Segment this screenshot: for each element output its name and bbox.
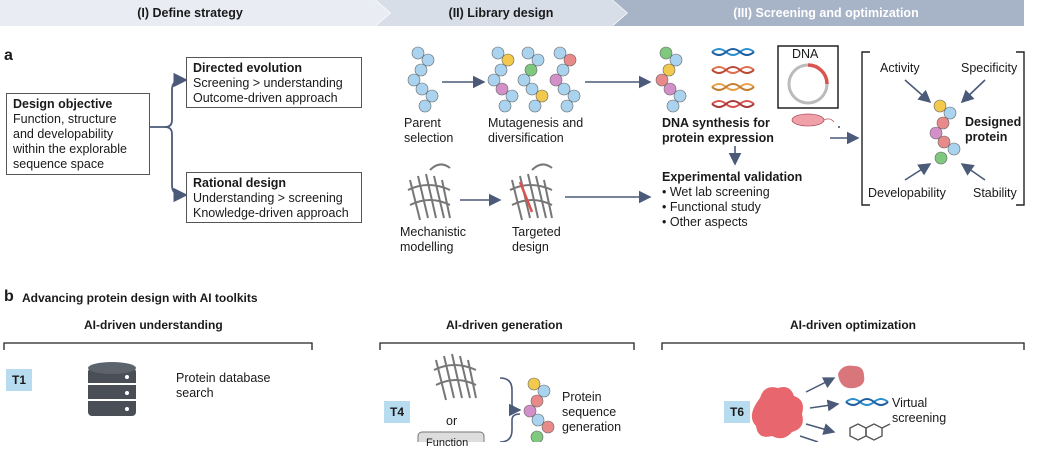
virtual-screening-line: Virtual: [892, 396, 928, 410]
stability-label: Stability: [973, 186, 1017, 200]
tag-t1: T1: [6, 369, 32, 391]
library-beads: [655, 46, 687, 113]
sequence-generation-line: Protein: [562, 390, 602, 404]
mechanistic-line: modelling: [400, 240, 454, 254]
validation-item: • Wet lab screening: [662, 185, 770, 199]
database-search-line: Protein database: [176, 371, 271, 385]
virtual-screening-label: Virtual screening: [892, 396, 946, 426]
mutagenesis-label: Mutagenesis and diversification: [488, 116, 583, 146]
design-objective-box: Design objective Function, structure and…: [6, 93, 150, 175]
mutagenesis-line: Mutagenesis and: [488, 116, 584, 130]
mechanistic-modelling-label: Mechanistic modelling: [400, 225, 466, 255]
designed-protein-line: protein: [965, 130, 1008, 144]
branch-connector-lower: [164, 126, 188, 203]
mechanistic-structure: [407, 163, 451, 221]
sequence-generation-line: sequence: [562, 405, 617, 419]
dna-synthesis-line: DNA synthesis for: [662, 116, 770, 130]
mutant-beads-2: [517, 46, 549, 113]
dna-helices: [711, 48, 755, 108]
virtual-dna-icon: [845, 398, 889, 406]
small-protein-icon: [838, 365, 865, 389]
properties-bracket: [861, 51, 870, 206]
mutant-beads-3: [549, 46, 581, 113]
parent-selection-label: Parent selection: [404, 116, 453, 146]
specificity-label: Specificity: [961, 61, 1018, 75]
database-icon: [88, 362, 136, 416]
generation-structure: [433, 353, 477, 401]
parent-protein-beads: [407, 46, 439, 113]
generation-bracket: [379, 342, 635, 350]
parent-selection-line: Parent: [404, 116, 441, 130]
directed-evolution-title: Directed evolution: [193, 61, 303, 75]
design-objective-line: and developability: [13, 127, 114, 141]
experimental-validation: Experimental validation • Wet lab screen…: [662, 170, 802, 230]
generated-sequence-beads: [523, 377, 555, 442]
stage-3-banner: [613, 0, 1024, 26]
targeted-line: Targeted: [512, 225, 561, 239]
rational-design-line: Understanding > screening: [193, 191, 343, 205]
designed-protein-line: Designed: [965, 115, 1022, 129]
or-label: or: [446, 414, 458, 428]
panel-b-label: b: [4, 288, 14, 305]
understanding-header: AI-driven understanding: [84, 318, 223, 332]
dna-synthesis-label: DNA synthesis for protein expression: [662, 116, 774, 146]
directed-evolution-line: Outcome-driven approach: [193, 91, 338, 105]
design-objective-line: sequence space: [13, 157, 105, 171]
directed-evolution-box: Directed evolution Screening > understan…: [186, 57, 362, 108]
stage-library-design: (II) Library design: [448, 6, 554, 20]
stage-screening-optimization: (III) Screening and optimization: [733, 6, 919, 20]
understanding-bracket: [3, 342, 313, 350]
rational-design-line: Knowledge-driven approach: [193, 206, 349, 220]
function-box: [417, 431, 485, 442]
sequence-generation-line: generation: [562, 420, 622, 434]
tag-t6: T6: [724, 401, 750, 423]
activity-label: Activity: [880, 61, 920, 75]
dna-synthesis-line: protein expression: [662, 131, 774, 145]
designed-protein-beads: [929, 99, 961, 165]
developability-label: Developability: [868, 186, 946, 200]
stage-1-banner: [0, 0, 390, 26]
optimization-bracket: [661, 342, 1025, 350]
branch-connector: [150, 72, 188, 128]
design-objective-line: Function, structure: [13, 112, 117, 126]
stage-2-banner: [376, 0, 627, 26]
validation-item: • Other aspects: [662, 215, 748, 229]
directed-evolution-line: Screening > understanding: [193, 76, 343, 90]
optimization-header: AI-driven optimization: [790, 318, 916, 332]
molecule-icon: [849, 423, 891, 441]
designed-protein-label: Designed protein: [965, 115, 1021, 145]
mutant-beads-1: [487, 46, 519, 113]
database-search-line: search: [176, 386, 214, 400]
panel-b-title: Advancing protein design with AI toolkit…: [22, 291, 258, 305]
rational-design-title: Rational design: [193, 176, 287, 190]
bacterium-icon: [791, 113, 825, 127]
design-objective-line: within the explorable: [13, 142, 127, 156]
virtual-screening-line: screening: [892, 411, 947, 425]
targeted-line: design: [512, 240, 549, 254]
targeted-design-label: Targeted design: [512, 225, 561, 255]
database-search-label: Protein database search: [176, 371, 271, 401]
mutagenesis-line: diversification: [488, 131, 564, 145]
plasmid-box: [777, 45, 839, 109]
stage-define-strategy: (I) Define strategy: [137, 6, 243, 20]
function-box-label: Function: [426, 437, 469, 449]
plasmid-label: DNA: [792, 47, 819, 61]
experimental-validation-title: Experimental validation: [662, 170, 803, 184]
design-objective-title: Design objective: [13, 97, 113, 111]
mechanistic-line: Mechanistic: [400, 225, 466, 239]
protein-blob-icon: [751, 387, 803, 439]
parent-selection-line: selection: [404, 131, 454, 145]
tag-t4: T4: [384, 401, 410, 423]
validation-item: • Functional study: [662, 200, 761, 214]
rational-design-box: Rational design Understanding > screenin…: [186, 172, 362, 223]
panel-a-label: a: [4, 47, 13, 64]
generation-header: AI-driven generation: [446, 318, 563, 332]
sequence-generation-label: Protein sequence generation: [562, 390, 621, 435]
